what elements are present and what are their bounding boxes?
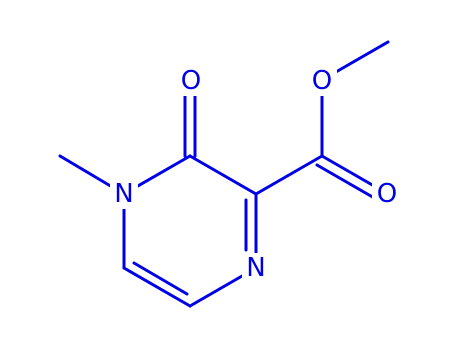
atom-o-keto-background (176, 66, 206, 96)
atom-n1-label: N (114, 179, 133, 209)
atom-o-ester-background (307, 66, 337, 96)
bond-group (58, 40, 390, 308)
atom-o-ester-label: O (312, 66, 332, 96)
atom-o-keto-label: O (181, 66, 201, 96)
bond-c2-c3 (188, 154, 258, 196)
atom-label-group: N N O O O (110, 66, 402, 283)
bond-c3-cester (254, 154, 324, 196)
atom-n4-background (242, 253, 270, 283)
atom-o-carbonyl-background (372, 179, 402, 209)
atom-n4-label: N (246, 253, 265, 283)
bond-c5-c6-a (122, 266, 192, 308)
atom-o-carbonyl-label: O (377, 179, 397, 209)
bond-c5-c6-b (132, 261, 189, 296)
atom-n1-background (110, 179, 138, 209)
